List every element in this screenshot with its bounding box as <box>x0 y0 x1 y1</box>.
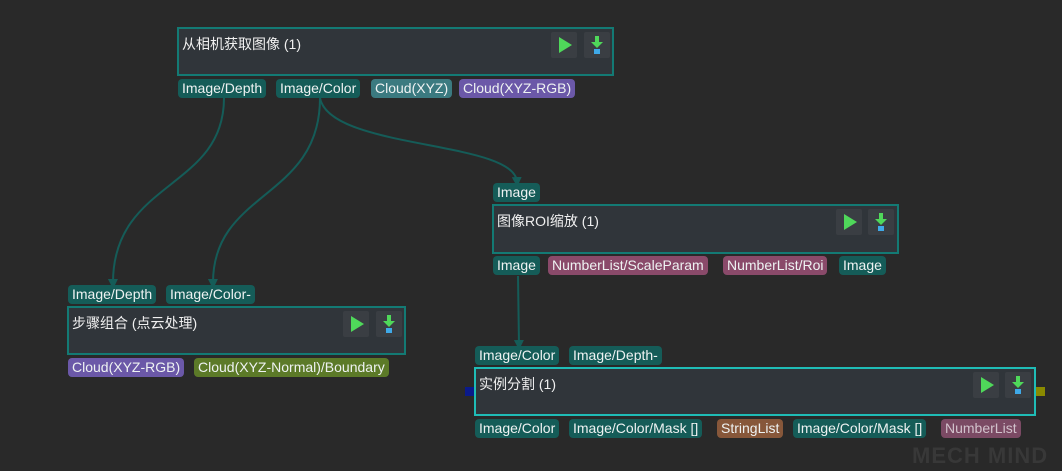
output-port-numberlist[interactable]: NumberList <box>941 419 1021 438</box>
output-port-numberlist-scaleparam[interactable]: NumberList/ScaleParam <box>548 256 708 275</box>
node-title: 从相机获取图像 (1) <box>182 36 301 52</box>
run-button[interactable] <box>551 32 577 58</box>
play-icon <box>351 316 364 332</box>
output-port-image-2[interactable]: Image <box>839 256 886 275</box>
download-icon <box>874 212 888 232</box>
output-port-image[interactable]: Image <box>493 256 540 275</box>
run-button[interactable] <box>836 209 862 235</box>
download-icon <box>382 314 396 334</box>
input-port-image-color[interactable]: Image/Color <box>475 346 560 365</box>
download-icon <box>590 35 604 55</box>
wire-color-to-roi-scale <box>319 97 522 187</box>
node-capture-image[interactable]: 从相机获取图像 (1) <box>177 27 614 76</box>
output-port-image-color-mask[interactable]: Image/Color/Mask [] <box>569 419 703 438</box>
input-port-image-color[interactable]: Image/Color- <box>166 285 255 304</box>
node-step-group[interactable]: 步骤组合 (点云处理) <box>67 306 406 355</box>
output-port-cloud-xyz[interactable]: Cloud(XYZ) <box>371 79 453 98</box>
wire-depth-to-step-group <box>107 97 225 289</box>
output-port-image-color[interactable]: Image/Color <box>475 419 560 438</box>
output-port-image-depth[interactable]: Image/Depth <box>178 79 267 98</box>
output-port-cloud-xyz-normal-boundary[interactable]: Cloud(XYZ-Normal)/Boundary <box>194 358 389 377</box>
download-button[interactable] <box>1005 372 1031 398</box>
watermark-logo: MECH MIND <box>912 443 1049 468</box>
output-port-image-color[interactable]: Image/Color <box>276 79 361 98</box>
download-button[interactable] <box>868 209 894 235</box>
output-port-cloud-xyz-rgb[interactable]: Cloud(XYZ-RGB) <box>68 358 185 377</box>
output-port-stringlist[interactable]: StringList <box>717 419 784 438</box>
wire-roi-image-to-instance-seg <box>513 275 524 350</box>
download-button[interactable] <box>376 311 402 337</box>
play-icon <box>844 214 857 230</box>
output-port-numberlist-roi[interactable]: NumberList/Roi <box>723 256 828 275</box>
node-title: 实例分割 (1) <box>479 376 556 392</box>
run-button[interactable] <box>343 311 369 337</box>
node-instance-segmentation[interactable]: 实例分割 (1) <box>474 367 1036 416</box>
input-port-image-depth[interactable]: Image/Depth- <box>569 346 662 365</box>
right-side-port[interactable] <box>1036 387 1045 396</box>
node-image-roi-scale[interactable]: 图像ROI缩放 (1) <box>492 204 899 254</box>
node-title: 图像ROI缩放 (1) <box>497 213 599 229</box>
download-icon <box>1011 375 1025 395</box>
run-button[interactable] <box>973 372 999 398</box>
play-icon <box>559 37 572 53</box>
input-port-image-depth[interactable]: Image/Depth <box>68 285 157 304</box>
input-port-image[interactable]: Image <box>493 183 540 202</box>
play-icon <box>981 377 994 393</box>
left-side-port[interactable] <box>465 387 474 396</box>
node-title: 步骤组合 (点云处理) <box>72 315 198 331</box>
output-port-image-color-mask-2[interactable]: Image/Color/Mask [] <box>793 419 927 438</box>
wire-color-to-step-group <box>207 97 321 289</box>
download-button[interactable] <box>584 32 610 58</box>
output-port-cloud-xyz-rgb[interactable]: Cloud(XYZ-RGB) <box>459 79 576 98</box>
